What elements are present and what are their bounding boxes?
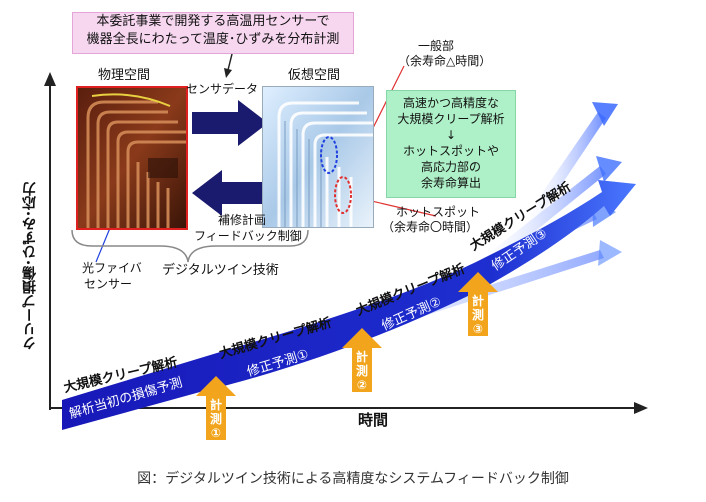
feedback-arrow — [192, 170, 268, 216]
measure-2-char2: 測 — [355, 364, 368, 378]
sync-arrows — [192, 100, 268, 216]
analysis-note-l4: ホットスポットや — [402, 144, 499, 158]
sensor-data-arrow — [192, 100, 268, 146]
physical-space-photo — [76, 86, 188, 230]
analysis-note-l1: 高速かつ高精度な — [402, 96, 499, 110]
measure-arrow-2 — [342, 328, 382, 392]
analysis-note-l2: 大規模クリープ解析 — [397, 112, 505, 126]
analysis-note-l3: ↓ — [445, 128, 457, 142]
measure-1-char2: 測 — [209, 412, 222, 426]
header-note-line2: 機器全長にわたって温度･ひずみを分布計測 — [86, 32, 340, 47]
analysis-note-l6: 余寿命算出 — [420, 176, 481, 190]
analysis-note-box: 高速かつ高精度な 大規模クリープ解析 ↓ ホットスポットや 高応力部の 余寿命算… — [386, 90, 516, 198]
x-axis-arrowhead — [634, 402, 648, 414]
hotspot-label: ホットスポット — [396, 205, 481, 219]
measure-1-label: 計 測 ① — [208, 398, 224, 440]
optical-fiber-label-2: センサー — [84, 277, 133, 291]
measure-3-char3: ③ — [472, 322, 484, 336]
main-prediction-band — [62, 180, 636, 430]
digital-twin-bracket — [71, 229, 309, 263]
measure-2-char3: ② — [356, 378, 368, 392]
feedback-control-label: フィードバック制御 — [194, 229, 302, 243]
measure-2-char1: 計 — [355, 350, 368, 364]
measurement-arrows — [196, 272, 498, 440]
fiber-leader — [95, 227, 111, 263]
fan-arrow-4 — [520, 112, 606, 232]
main-band-shape — [62, 180, 636, 430]
general-part-label: 一般部 — [418, 39, 455, 53]
virtual-space-image — [262, 86, 374, 228]
measure-2-label: 計 測 ② — [354, 350, 370, 392]
general-part-life: （余寿命△時間） — [398, 54, 492, 68]
sensor-data-label: センサデータ — [186, 82, 259, 96]
fan-arrow-3-head — [596, 156, 622, 182]
measure-3-char1: 計 — [471, 294, 484, 308]
figure-caption: 図：デジタルツイン技術による高精度なシステムフィードバック制御 — [137, 471, 569, 487]
analysis-note-l5: 高応力部の — [420, 160, 481, 174]
physical-space-label: 物理空間 — [98, 68, 151, 83]
hotspot-life: （余寿命〇時間） — [382, 220, 479, 234]
header-note-box: 本委託事業で開発する高温用センサーで 機器全長にわたって温度･ひずみを分布計測 — [72, 12, 354, 54]
measure-3-char2: 測 — [471, 308, 484, 322]
header-note-line1: 本委託事業で開発する高温用センサーで — [96, 14, 330, 29]
fan-arrow-4-head — [592, 102, 618, 126]
x-axis-label: 時間 — [358, 411, 389, 429]
boiler-tubes-image — [78, 88, 186, 228]
optical-fiber-label: 光ファイバ — [82, 261, 142, 275]
measure-arrow-1 — [196, 376, 236, 440]
fan-arrow-1-head — [598, 240, 622, 266]
chart-axes — [44, 72, 648, 414]
y-axis-arrowhead — [44, 72, 56, 86]
measure-1-char1: 計 — [209, 398, 222, 412]
simulation-model-image — [263, 87, 373, 227]
measure-arrow-3 — [458, 272, 498, 336]
general-part-marker — [320, 136, 338, 174]
hotspot-marker — [334, 176, 352, 214]
pink-box-pointer — [224, 53, 233, 78]
measure-3-label: 計 測 ③ — [470, 294, 486, 336]
virtual-space-label: 仮想空間 — [288, 68, 341, 83]
repair-plan-label: 補修計画 — [218, 213, 267, 227]
measure-1-char3: ① — [210, 426, 222, 440]
digital-twin-label: デジタルツイン技術 — [162, 263, 279, 278]
y-axis-label: クリープ損傷･ひずみ･応力 — [22, 182, 38, 350]
